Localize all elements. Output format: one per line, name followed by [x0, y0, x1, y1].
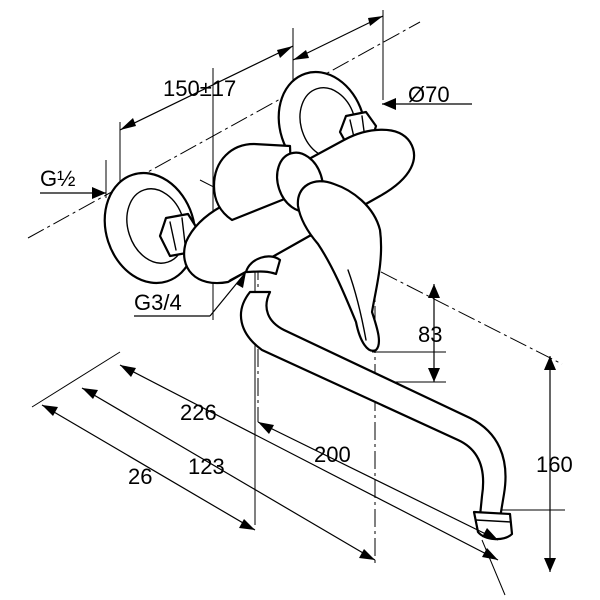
label-reach-123: 123 — [188, 454, 225, 479]
faucet-body — [103, 70, 514, 541]
dimension-labels: 150±17 Ø70 G½ G3/4 83 160 226 200 123 26 — [40, 76, 573, 489]
label-inlet-thread: G½ — [40, 166, 75, 191]
label-lever-height: 83 — [418, 322, 442, 347]
lever-handle — [296, 180, 383, 352]
label-rosette-diameter: Ø70 — [408, 82, 450, 107]
label-reach-226: 226 — [180, 400, 217, 425]
cartridge-housing — [212, 142, 294, 222]
dimension-lines — [40, 15, 556, 572]
label-reach-26: 26 — [128, 464, 152, 489]
label-body-thread: G3/4 — [134, 290, 182, 315]
label-spacing: 150±17 — [163, 76, 236, 101]
wall-centerline — [27, 21, 421, 239]
label-reach-200: 200 — [314, 442, 351, 467]
label-spout-height: 160 — [536, 452, 573, 477]
